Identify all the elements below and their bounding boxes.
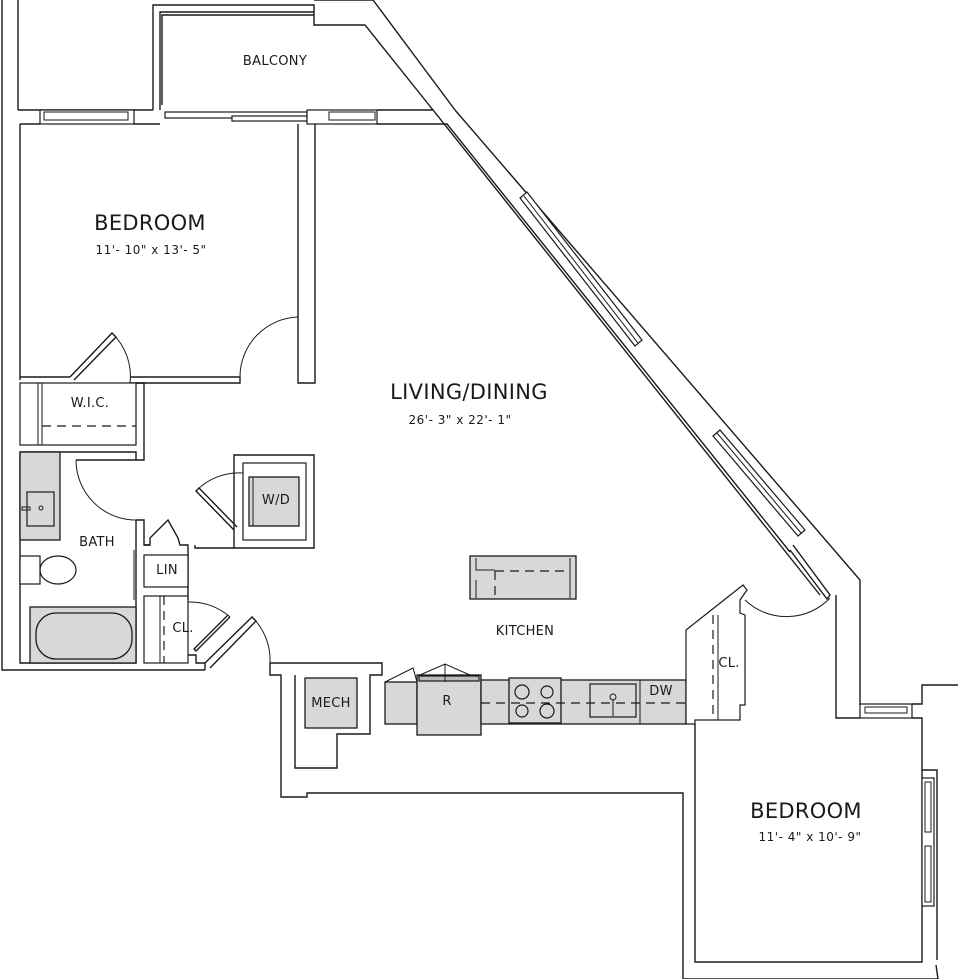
kitchen-island: [469, 555, 577, 600]
kitchen-counter: [384, 663, 687, 736]
mech-closet: [269, 662, 684, 979]
closet-2-label: CL.: [718, 656, 740, 671]
linen-closet: [143, 518, 189, 600]
left-exterior-wall: [1, 0, 205, 671]
bedroom-1-walls: [20, 124, 316, 384]
top-wall: [18, 109, 861, 705]
linen-label: LIN: [156, 563, 178, 578]
mech-label: MECH: [311, 696, 351, 711]
wd-label: W/D: [261, 493, 291, 508]
closet-1-label: CL.: [172, 621, 194, 636]
bedroom-2-dimensions: 11'- 4" x 10'- 9": [758, 830, 862, 844]
closet-2: [685, 544, 831, 725]
bedroom-1-label: BEDROOM: [94, 211, 206, 235]
bedroom-2-walls: [683, 595, 958, 979]
kitchen-label: KITCHEN: [495, 624, 555, 639]
closet-1: [143, 595, 271, 670]
balcony-outline: [152, 0, 456, 111]
wic-label: W.I.C.: [70, 396, 110, 411]
refrigerator-label: R: [442, 694, 452, 709]
wd-closet: [194, 454, 315, 549]
living-dining-label: LIVING/DINING: [390, 380, 548, 404]
living-dining-dimensions: 26'- 3" x 22'- 1": [408, 413, 512, 427]
bedroom-2-label: BEDROOM: [750, 799, 862, 823]
bedroom-1-dimensions: 11'- 10" x 13'- 5": [95, 243, 207, 257]
wic-walls: [19, 382, 145, 461]
diagonal-windows: [519, 191, 806, 537]
balcony-label: BALCONY: [242, 54, 308, 69]
bath-walls: [19, 451, 150, 664]
dishwasher-label: DW: [649, 684, 673, 699]
bath-label: BATH: [79, 535, 115, 550]
